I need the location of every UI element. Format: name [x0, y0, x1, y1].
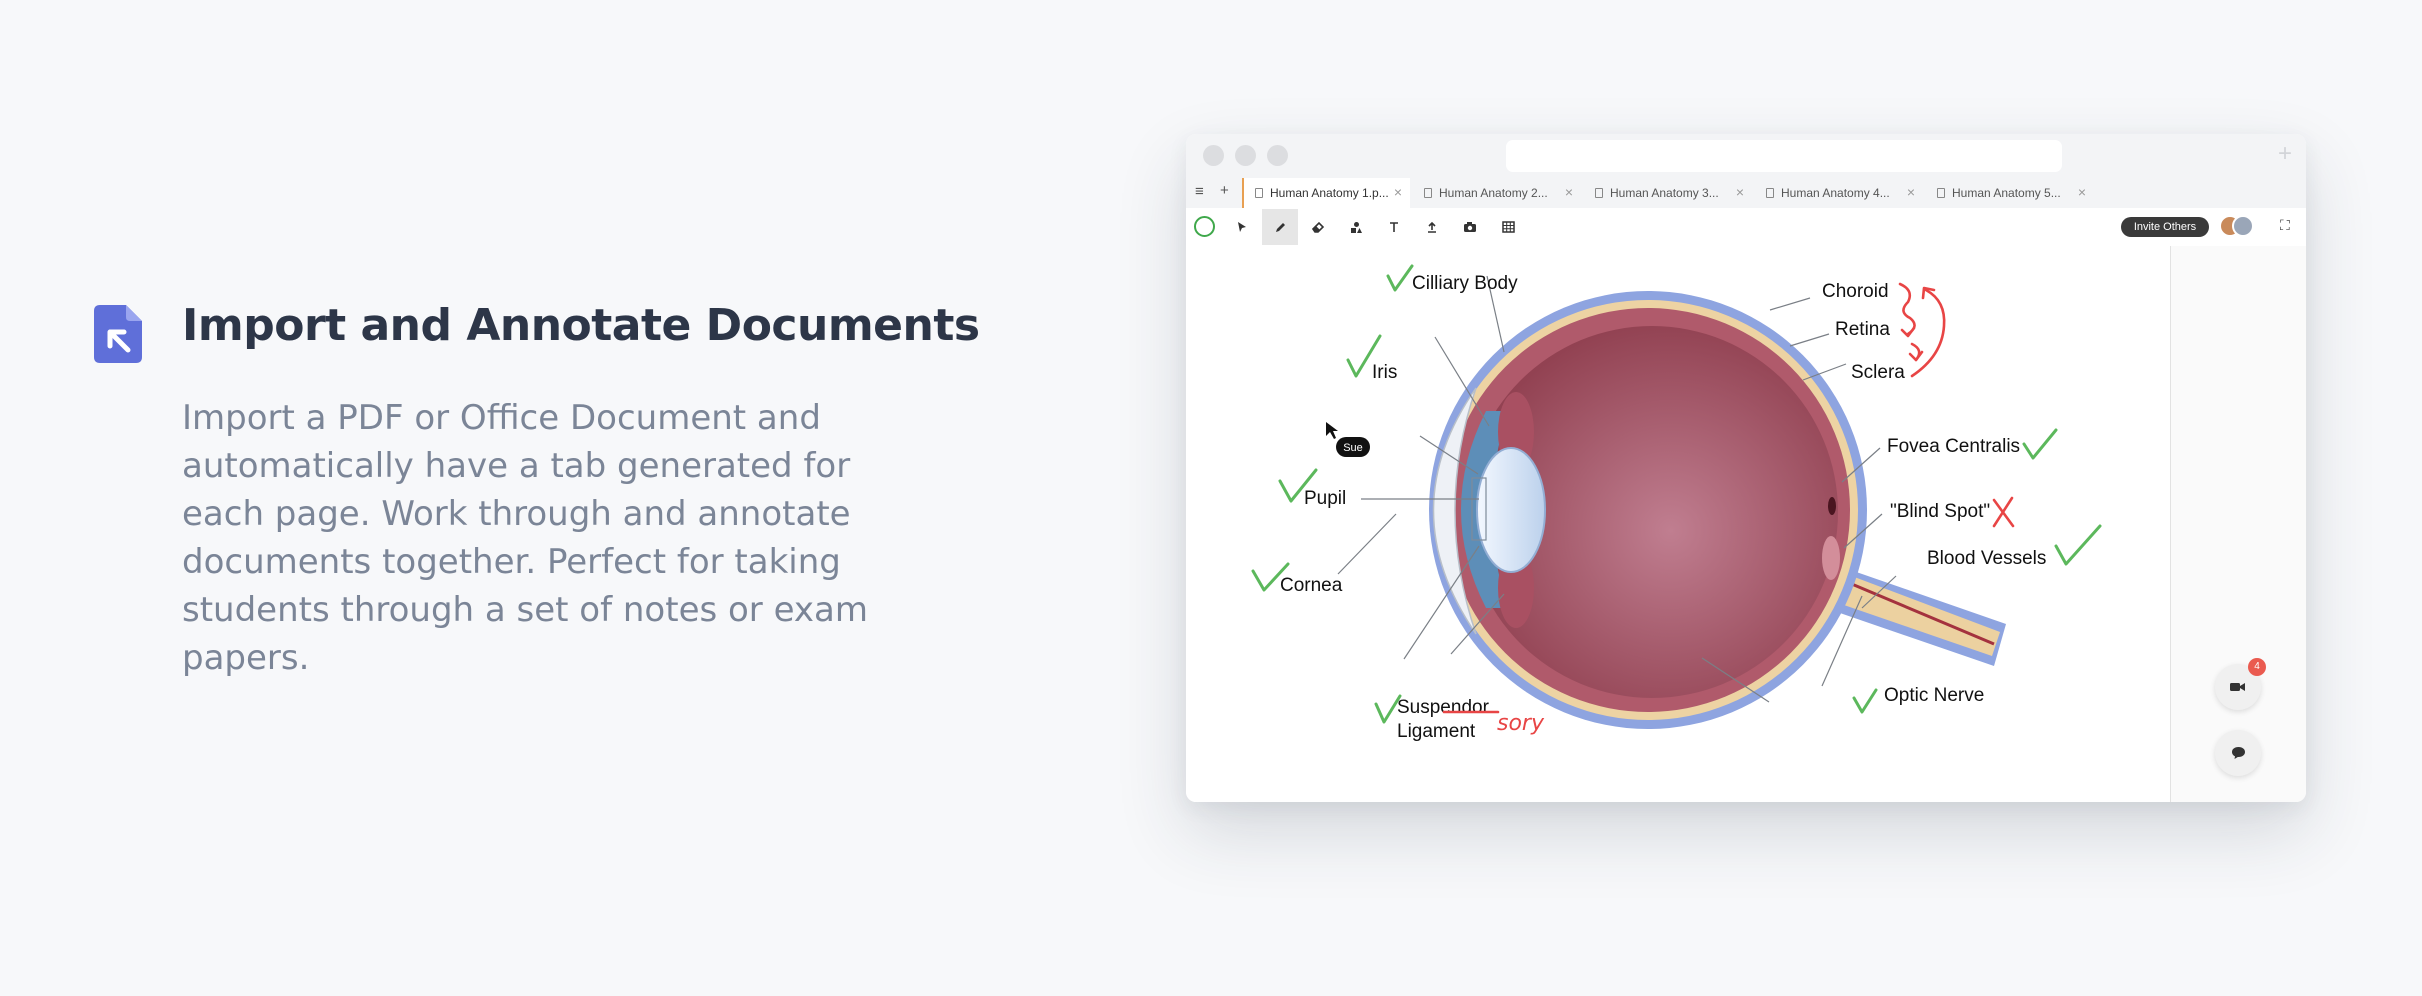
document-icon [1424, 188, 1432, 198]
blind-spot [1822, 536, 1840, 580]
label-ciliary-body: Cilliary Body [1412, 273, 1518, 294]
document-import-icon [94, 305, 142, 363]
tab-human-anatomy-5[interactable]: Human Anatomy 5... × [1926, 178, 2094, 208]
upload-icon[interactable] [1414, 209, 1450, 245]
minimize-window-dot[interactable] [1235, 145, 1256, 166]
check-mark-icon [2054, 524, 2102, 566]
label-pupil: Pupil [1304, 488, 1346, 509]
maximize-window-dot[interactable] [1267, 145, 1288, 166]
remote-cursor-icon [1326, 422, 1338, 439]
label-choroid: Choroid [1822, 281, 1889, 302]
select-arrow-icon[interactable] [1224, 209, 1260, 245]
add-tab-icon[interactable]: + [1220, 182, 1229, 199]
drawing-toolbar: Invite Others ⛶ [1186, 208, 2306, 247]
pen-icon[interactable] [1262, 209, 1298, 245]
browser-window: + ≡ + Human Anatomy 1.p... × Human Anato… [1186, 134, 2306, 802]
label-cornea: Cornea [1280, 575, 1343, 596]
tab-label: Human Anatomy 5... [1952, 186, 2061, 200]
close-tab-icon[interactable]: × [1393, 184, 1402, 200]
video-call-button[interactable]: 4 [2215, 658, 2266, 710]
label-suspensory: Suspendor [1397, 697, 1490, 718]
label-fovea: Fovea Centralis [1887, 436, 2020, 457]
new-window-icon[interactable]: + [2277, 140, 2292, 167]
address-bar[interactable] [1506, 140, 2062, 172]
tab-label: Human Anatomy 2... [1439, 186, 1548, 200]
tab-human-anatomy-1[interactable]: Human Anatomy 1.p... × [1242, 178, 1410, 208]
label-retina: Retina [1835, 319, 1890, 340]
check-mark-icon [1852, 688, 1878, 714]
text-icon[interactable] [1376, 209, 1412, 245]
label-ligament: Ligament [1397, 721, 1476, 742]
document-icon [1595, 188, 1603, 198]
chat-button[interactable] [2215, 730, 2261, 776]
check-mark-icon [1251, 562, 1290, 592]
cursor-user-label: Sue [1343, 442, 1363, 454]
handwritten-correction: sory [1497, 711, 1545, 736]
check-mark-icon [2022, 428, 2058, 460]
video-camera-icon [2230, 683, 2245, 691]
cursor-name-tag [1336, 437, 1370, 457]
tab-bar: ≡ + Human Anatomy 1.p... × Human Anatomy… [1186, 178, 2306, 208]
avatar[interactable] [2232, 215, 2254, 237]
label-optic-nerve: Optic Nerve [1884, 685, 1984, 706]
label-blind-spot: "Blind Spot" [1890, 501, 1990, 522]
label-iris: Iris [1372, 362, 1397, 383]
chat-bubble-icon [2231, 747, 2245, 759]
label-sclera: Sclera [1851, 362, 1905, 383]
fullscreen-icon[interactable]: ⛶ [2280, 217, 2290, 233]
eye-diagram: Cilliary Body Iris Pupil Cornea Suspendo… [1251, 264, 2102, 742]
tab-human-anatomy-4[interactable]: Human Anatomy 4... × [1755, 178, 1923, 208]
red-arrow-annotation [1910, 288, 1946, 378]
document-icon [1255, 188, 1263, 198]
close-window-dot[interactable] [1203, 145, 1224, 166]
close-tab-icon[interactable]: × [1906, 184, 1915, 200]
whiteboard-canvas[interactable]: Cilliary Body Iris Pupil Cornea Suspendo… [1186, 246, 2170, 802]
document-icon [1766, 188, 1774, 198]
check-mark-icon [1386, 264, 1414, 292]
menu-icon[interactable]: ≡ [1195, 183, 1204, 200]
vitreous-body [1466, 326, 1838, 698]
notification-badge: 4 [2248, 658, 2266, 676]
invite-others-button[interactable]: Invite Others [2121, 217, 2209, 237]
feature-description: Import a PDF or Office Document and auto… [182, 398, 868, 678]
lens [1476, 447, 1546, 573]
pupil [1471, 477, 1487, 541]
close-tab-icon[interactable]: × [1735, 184, 1744, 200]
eraser-icon[interactable] [1300, 209, 1336, 245]
tab-human-anatomy-2[interactable]: Human Anatomy 2... × [1413, 178, 1581, 208]
cornea [1432, 387, 1477, 635]
fovea [1828, 497, 1836, 515]
check-mark-icon [1374, 694, 1402, 724]
check-mark-icon [1346, 334, 1382, 378]
shapes-icon[interactable] [1338, 209, 1374, 245]
color-picker-icon[interactable] [1194, 216, 1215, 237]
document-icon [1937, 188, 1945, 198]
tab-label: Human Anatomy 1.p... [1270, 186, 1389, 200]
title-bar: + [1186, 134, 2306, 178]
table-icon[interactable] [1490, 209, 1526, 245]
red-arrow-annotation [1898, 282, 1916, 336]
tab-label: Human Anatomy 4... [1781, 186, 1890, 200]
close-tab-icon[interactable]: × [1564, 184, 1573, 200]
tab-human-anatomy-3[interactable]: Human Anatomy 3... × [1584, 178, 1752, 208]
close-tab-icon[interactable]: × [2077, 184, 2086, 200]
side-panel: 4 [2170, 246, 2306, 802]
tab-label: Human Anatomy 3... [1610, 186, 1719, 200]
feature-title: Import and Annotate Documents [182, 300, 980, 351]
check-mark-icon [1278, 468, 1318, 503]
label-blood-vessels: Blood Vessels [1927, 548, 2046, 569]
camera-icon[interactable] [1452, 209, 1488, 245]
